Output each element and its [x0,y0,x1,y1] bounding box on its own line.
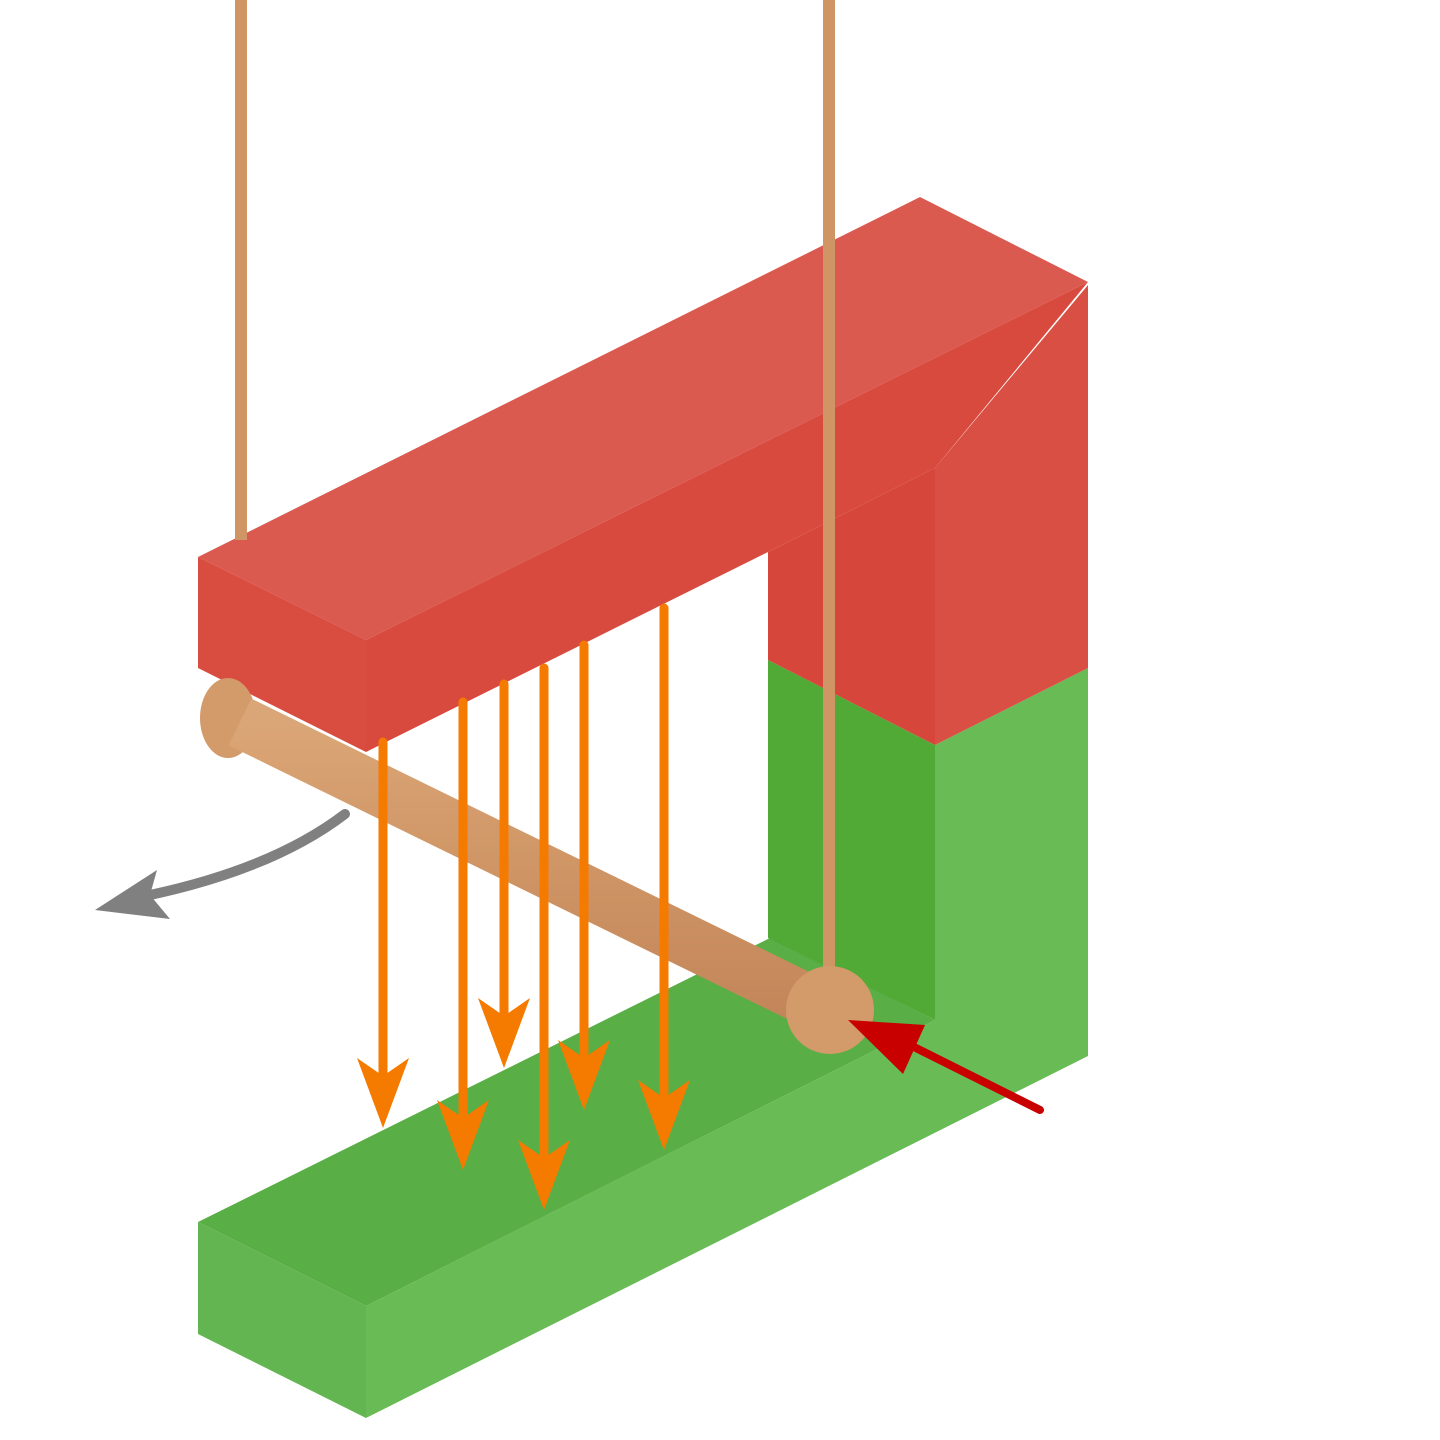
force-arrow [95,809,350,919]
arrow-down-icon [437,1100,489,1170]
north-pole-long-face [366,282,1088,752]
suspension-wires [235,0,835,972]
arrow-down-icon [518,1140,570,1210]
north-pole-front-face [198,557,366,752]
north-pole-side-face [935,285,1088,745]
north-pole-inner-wall [768,468,935,745]
arrow-down-icon [558,1040,610,1110]
arrow-up-left-icon [896,1036,1044,1114]
arrow-down-icon [638,1080,690,1150]
current-arrowhead [848,1020,925,1074]
rod-body [228,698,844,1036]
arrow-down-icon [478,998,530,1068]
south-pole-top-face [198,938,935,1306]
curved-arrow-left-icon [145,809,350,900]
force-arrowhead [95,870,170,919]
south-pole-inner-wall [768,660,935,1020]
rod-right-end [786,966,874,1054]
north-pole [198,197,1088,752]
north-pole-top-face [198,197,1088,640]
magnetic-field-lines [357,603,690,1210]
arrow-down-icon [357,1058,409,1128]
conducting-rod [200,678,874,1054]
current-arrow [848,1020,1044,1114]
south-pole-side-face [935,668,1088,1056]
south-pole-front-face [198,1222,366,1418]
